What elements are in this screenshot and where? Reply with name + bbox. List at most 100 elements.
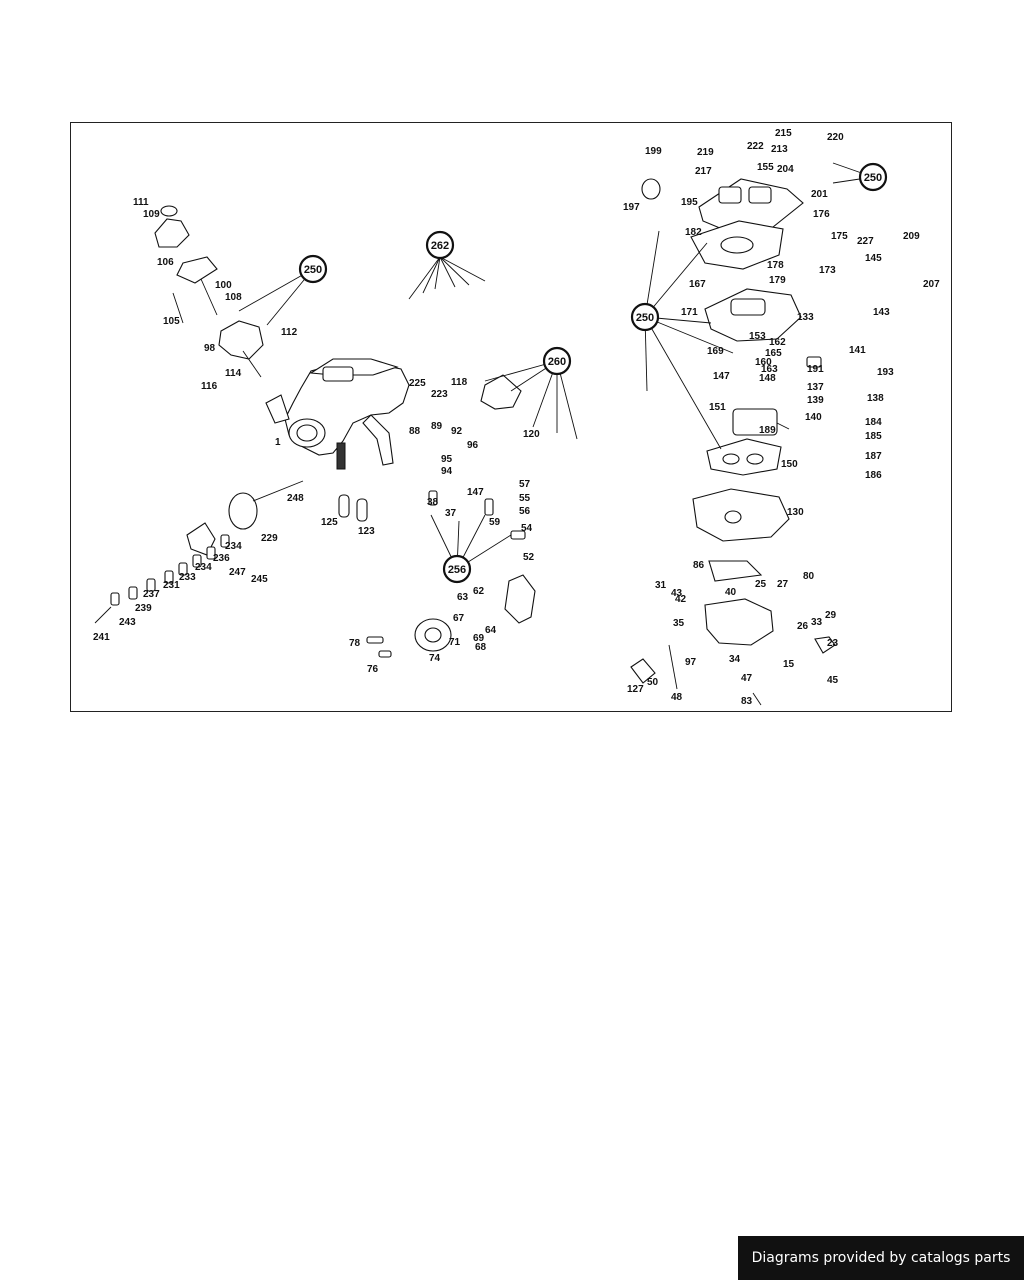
part-label: 123 xyxy=(358,526,375,537)
left-diaphragm-assembly xyxy=(94,480,304,624)
part-label: 118 xyxy=(451,377,468,388)
part-label: 184 xyxy=(865,417,882,428)
part-label: 176 xyxy=(813,209,830,220)
part-label: 64 xyxy=(485,625,497,636)
part-label: 163 xyxy=(761,364,778,375)
part-label: 43 xyxy=(671,588,683,599)
part-label: 185 xyxy=(865,431,882,442)
part-label: 193 xyxy=(877,367,894,378)
part-label: 62 xyxy=(473,586,485,597)
svg-text:250: 250 xyxy=(304,264,322,276)
svg-text:250: 250 xyxy=(864,172,882,184)
part-label: 55 xyxy=(519,493,531,504)
part-label: 227 xyxy=(857,236,874,247)
bottom-gasket xyxy=(706,438,782,476)
part-label: 182 xyxy=(685,227,702,238)
part-label: 120 xyxy=(523,429,540,440)
part-label: 204 xyxy=(777,164,794,175)
part-label: 94 xyxy=(441,466,453,477)
part-label: 138 xyxy=(867,393,884,404)
part-label: 234 xyxy=(195,562,212,573)
part-label: 197 xyxy=(623,202,640,213)
part-label: 215 xyxy=(775,128,792,139)
part-label: 217 xyxy=(695,166,712,177)
part-label: 140 xyxy=(805,412,822,423)
part-label: 139 xyxy=(807,395,824,406)
part-label: 86 xyxy=(693,560,705,571)
part-label: 160 xyxy=(755,357,772,368)
part-label: 171 xyxy=(681,307,698,318)
part-label: 175 xyxy=(831,231,848,242)
part-label: 153 xyxy=(749,331,766,342)
part-label: 50 xyxy=(647,677,659,688)
part-label: 165 xyxy=(765,348,782,359)
part-label: 76 xyxy=(367,664,379,675)
part-label: 1 xyxy=(275,437,281,448)
part-label: 233 xyxy=(179,572,196,583)
part-label: 100 xyxy=(215,280,232,291)
part-label: 57 xyxy=(519,479,531,490)
throttle-body-lower xyxy=(692,488,790,542)
part-label: 23 xyxy=(827,638,839,649)
callout-260: 260 xyxy=(542,346,572,376)
part-label: 95 xyxy=(441,454,453,465)
part-label: 108 xyxy=(225,292,242,303)
part-label: 106 xyxy=(157,257,174,268)
part-label: 42 xyxy=(675,594,687,605)
part-label: 83 xyxy=(741,696,753,707)
part-label: 195 xyxy=(681,197,698,208)
part-label: 59 xyxy=(489,517,501,528)
part-label: 199 xyxy=(645,146,662,157)
svg-text:250: 250 xyxy=(636,312,654,324)
part-label: 241 xyxy=(93,632,110,643)
part-label: 169 xyxy=(707,346,724,357)
part-label: 173 xyxy=(819,265,836,276)
part-label: 162 xyxy=(769,337,786,348)
part-label: 116 xyxy=(201,381,218,392)
part-label: 189 xyxy=(759,425,776,436)
part-label: 222 xyxy=(747,141,764,152)
middle-parts-stack xyxy=(338,374,536,658)
upper-diaphragm-cover xyxy=(154,205,264,378)
part-label: 248 xyxy=(287,493,304,504)
top-gasket xyxy=(690,220,784,270)
part-label: 125 xyxy=(321,517,338,528)
part-label: 213 xyxy=(771,144,788,155)
part-label: 234 xyxy=(225,541,242,552)
part-label: 88 xyxy=(409,426,421,437)
part-label: 98 xyxy=(204,343,216,354)
part-label: 40 xyxy=(725,587,737,598)
exploded-parts-diagram: 262 250 260 250 250 256 1111091061001081… xyxy=(93,128,940,707)
part-label: 207 xyxy=(923,279,940,290)
part-label: 114 xyxy=(225,368,242,379)
part-label: 29 xyxy=(825,610,837,621)
part-label: 201 xyxy=(811,189,828,200)
part-label: 52 xyxy=(523,552,535,563)
part-label: 38 xyxy=(427,497,439,508)
part-label: 54 xyxy=(521,523,533,534)
part-label: 89 xyxy=(431,421,443,432)
part-label: 92 xyxy=(451,426,463,437)
part-label: 63 xyxy=(457,592,469,603)
part-label: 48 xyxy=(671,692,683,703)
spring-pile xyxy=(94,534,230,624)
throttle-linkage-plate xyxy=(630,560,836,706)
part-label: 127 xyxy=(627,684,644,695)
part-label: 148 xyxy=(759,373,776,384)
part-label: 209 xyxy=(903,231,920,242)
part-label: 150 xyxy=(781,459,798,470)
part-label: 151 xyxy=(709,402,726,413)
part-label: 56 xyxy=(519,506,531,517)
part-label: 145 xyxy=(865,253,882,264)
svg-text:260: 260 xyxy=(548,356,566,368)
part-label: 147 xyxy=(467,487,484,498)
part-label: 231 xyxy=(163,580,180,591)
svg-text:256: 256 xyxy=(448,564,466,576)
callout-262: 262 xyxy=(425,230,455,260)
callout-250-right: 250 xyxy=(630,302,660,332)
part-label: 186 xyxy=(865,470,882,481)
part-label: 130 xyxy=(787,507,804,518)
part-label: 147 xyxy=(713,371,730,382)
part-label: 167 xyxy=(689,279,706,290)
part-label: 68 xyxy=(475,642,487,653)
